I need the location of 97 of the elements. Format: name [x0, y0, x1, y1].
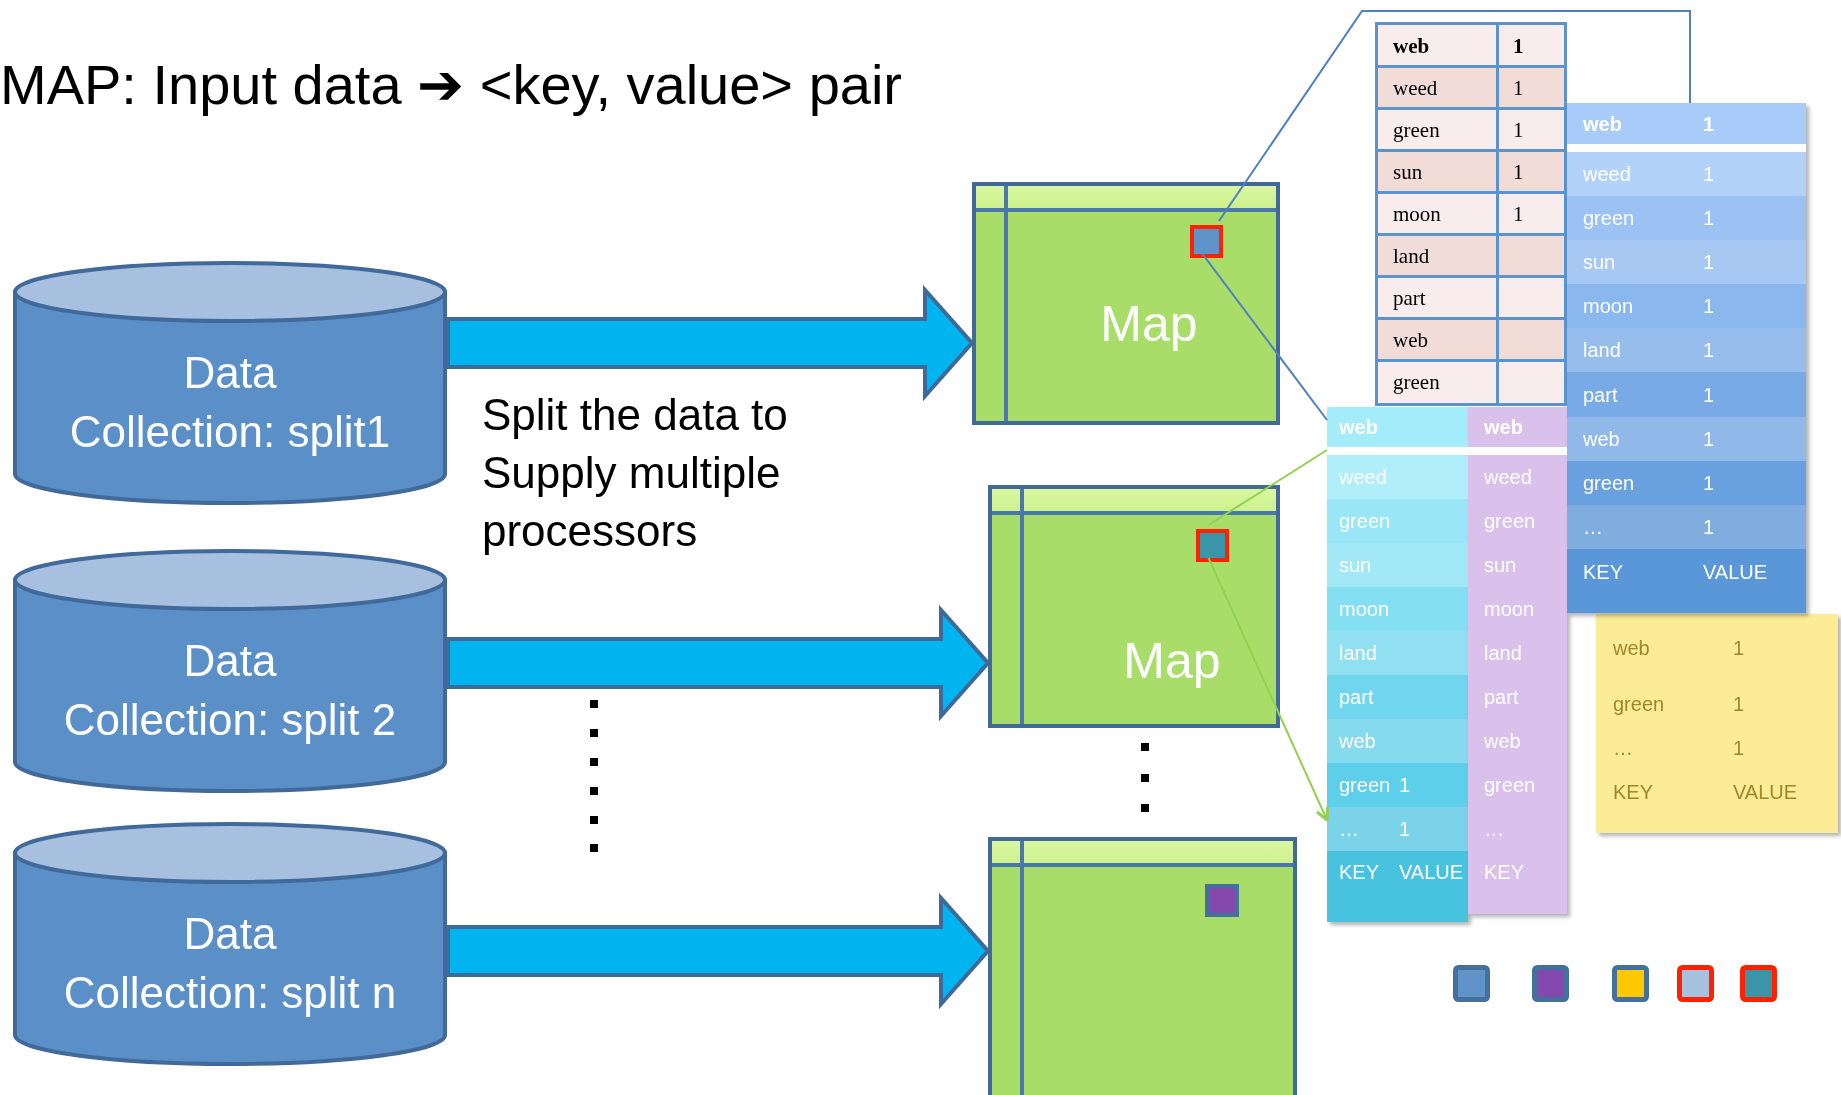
table-entry: green [1339, 509, 1391, 534]
cylinder-label: Data [182, 635, 278, 687]
table-entry: green [1484, 509, 1536, 534]
table-entry: weed [1393, 75, 1438, 101]
block-arrow [446, 284, 975, 402]
table-entry: moon [1583, 294, 1634, 320]
key-value-table [1596, 614, 1838, 833]
table-entry: 1 [1513, 201, 1524, 227]
table-entry: … [1583, 514, 1603, 540]
table-entry: green [1613, 692, 1665, 717]
table-entry: 1 [1399, 773, 1411, 798]
table-entry: VALUE [1399, 860, 1464, 885]
table-entry: VALUE [1733, 780, 1798, 805]
table-entry: weed [1484, 465, 1532, 490]
small-square [1190, 225, 1223, 258]
table-entry: KEY [1484, 860, 1525, 885]
table-entry: land [1339, 641, 1377, 666]
table-entry: 1 [1733, 736, 1745, 761]
table-entry: 1 [1513, 33, 1524, 59]
table-entry: part [1484, 685, 1519, 710]
box-label: Map [1099, 295, 1199, 354]
table-entry: web [1583, 426, 1620, 452]
cylinder-label: Data [182, 347, 278, 399]
table-entry: 1 [1703, 470, 1715, 496]
table-entry: green [1484, 773, 1536, 798]
table-entry: sun [1339, 553, 1372, 578]
connector-line [1218, 10, 1691, 222]
cylinder-label: Data [182, 908, 278, 960]
table-entry: web [1393, 33, 1430, 59]
table-entry: 1 [1703, 111, 1715, 137]
connector-line [1207, 449, 1328, 526]
cylinder-label: Collection: split 2 [62, 694, 398, 746]
table-entry: land [1393, 243, 1430, 269]
table-entry: web [1484, 729, 1521, 754]
table-entry: 1 [1733, 692, 1745, 717]
table-entry: 1 [1513, 117, 1524, 143]
table-entry: 1 [1703, 206, 1715, 232]
table-entry: part [1583, 382, 1618, 408]
block-arrow [446, 892, 991, 1010]
table-entry: 1 [1703, 514, 1715, 540]
table-entry: green [1393, 117, 1440, 143]
table-entry: web [1484, 415, 1523, 440]
block-arrow [446, 604, 991, 722]
key-value-table [1327, 407, 1468, 922]
table-entry: land [1583, 338, 1621, 364]
cylinder-label: Collection: split1 [68, 406, 392, 458]
table-entry: green [1583, 206, 1635, 232]
table-entry: sun [1583, 250, 1616, 276]
table-entry: weed [1583, 162, 1631, 188]
table-entry: … [1613, 736, 1633, 761]
cylinder-label: Collection: split n [62, 967, 398, 1019]
key-value-table [1468, 407, 1567, 914]
title: MAP: Input data ➔ <key, value> pair [0, 52, 902, 118]
table-entry: 1 [1703, 294, 1715, 320]
table-entry: KEY [1339, 860, 1380, 885]
box-label: Map [1122, 632, 1222, 691]
key-value-table [1567, 103, 1806, 613]
database-cylinder [12, 822, 448, 1066]
table-entry: part [1393, 285, 1426, 311]
table-entry: web [1339, 729, 1376, 754]
table-entry: land [1484, 641, 1522, 666]
table-entry: web [1339, 415, 1378, 440]
table-entry: KEY [1583, 560, 1624, 585]
table-entry: green [1339, 773, 1391, 798]
arrow [1207, 557, 1329, 822]
database-cylinder [12, 549, 448, 793]
table-entry: … [1339, 817, 1359, 842]
table-entry: sun [1393, 159, 1423, 185]
database-cylinder [12, 261, 448, 505]
table-entry: … [1484, 817, 1504, 842]
table-entry: green [1583, 470, 1635, 496]
table-entry: 1 [1703, 338, 1715, 364]
table-entry: web [1583, 111, 1622, 137]
table-entry: 1 [1733, 636, 1745, 661]
table-entry: green [1393, 369, 1440, 395]
key-value-table [1375, 22, 1567, 406]
table-entry: moon [1484, 597, 1535, 622]
table-entry: part [1339, 685, 1374, 710]
table-entry: web [1613, 636, 1650, 661]
table-entry: 1 [1703, 426, 1715, 452]
table-entry: 1 [1703, 250, 1715, 276]
table-entry: 1 [1703, 162, 1715, 188]
table-entry: 1 [1399, 817, 1411, 842]
table-entry: moon [1339, 597, 1390, 622]
table-entry: weed [1339, 465, 1387, 490]
table-entry: VALUE [1703, 560, 1768, 585]
small-square [1196, 529, 1229, 562]
table-entry: web [1393, 327, 1428, 353]
small-square [1205, 884, 1239, 917]
annotation-text: Split the data to Supply multiple processors [482, 389, 789, 557]
table-entry: 1 [1513, 75, 1524, 101]
table-entry: 1 [1703, 382, 1715, 408]
table-entry: moon [1393, 201, 1441, 227]
table-entry: 1 [1513, 159, 1524, 185]
table-entry: KEY [1613, 780, 1654, 805]
table-entry: sun [1484, 553, 1517, 578]
connector-line [1201, 253, 1328, 421]
